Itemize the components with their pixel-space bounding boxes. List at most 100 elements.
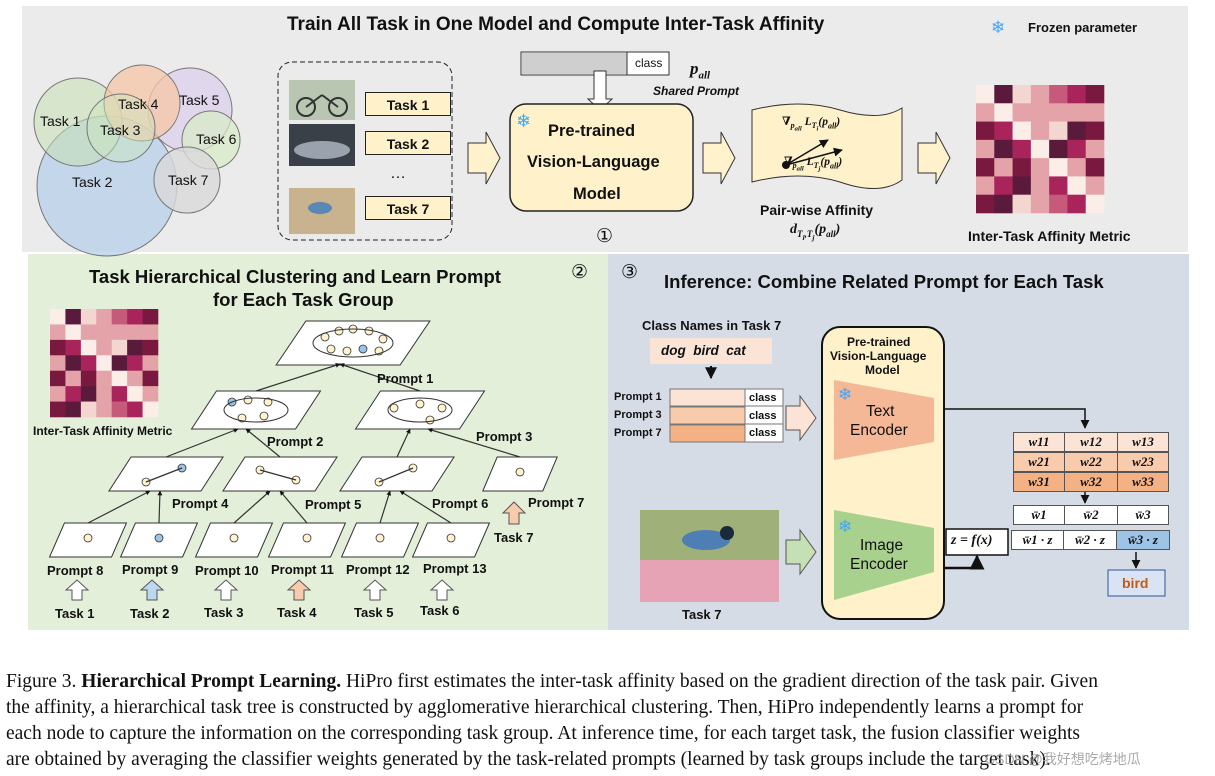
matrix-cell	[80, 309, 97, 325]
score-1: w̄1 · z	[1011, 530, 1064, 550]
matrix-cell	[142, 339, 159, 356]
snowflake-icon-vlm: ❄	[516, 111, 532, 131]
left-title-1: Task Hierarchical Clustering and Learn P…	[89, 266, 501, 287]
matrix-cell	[127, 370, 143, 387]
w13: w13	[1117, 432, 1169, 452]
matrix-cell	[80, 401, 97, 418]
task-up-arrow-3	[213, 579, 239, 601]
matrix-cell	[111, 401, 128, 418]
matrix-cell	[1030, 121, 1050, 141]
venn-task6: Task 6	[196, 131, 237, 147]
step-1-marker: ①	[596, 226, 614, 247]
top-affinity-caption: Inter-Task Affinity Metric	[968, 228, 1131, 244]
tree-node-plane-3	[354, 390, 486, 430]
prompt-1-label: Prompt 1	[377, 371, 434, 386]
prompt-row-7-class: class	[749, 427, 777, 439]
matrix-cell	[994, 194, 1013, 214]
image-encoder-line-2: Encoder	[850, 556, 908, 573]
matrix-cell	[50, 324, 66, 341]
venn-task4: Task 4	[118, 96, 159, 112]
image-encoder-line-1: Image	[860, 537, 904, 554]
leaf-task-6: Task 6	[420, 603, 460, 618]
matrix-cell	[96, 401, 113, 418]
matrix-cell	[111, 309, 128, 325]
caption-line-3: each node to capture the information on …	[6, 723, 1080, 744]
task-images-box	[277, 61, 453, 241]
matrix-cell	[96, 386, 113, 402]
shared-prompt-label: Shared Prompt	[653, 84, 740, 98]
matrix-cell	[65, 355, 82, 372]
block-arrow-3	[917, 131, 951, 185]
leaf-task-7: Task 7	[494, 530, 534, 545]
matrix-cell	[1012, 176, 1032, 196]
task-box-1: Task 1	[365, 92, 451, 116]
matrix-cell	[1030, 103, 1050, 122]
matrix-cell	[127, 401, 143, 418]
w33: w33	[1117, 472, 1169, 492]
z-formula-box	[945, 528, 1009, 556]
matrix-cell	[994, 103, 1013, 122]
w-bar-3: w̄3	[1117, 505, 1169, 525]
result-label: bird	[1122, 575, 1149, 591]
matrix-cell	[1049, 139, 1068, 159]
matrix-cell	[976, 194, 995, 214]
class-names-title: Class Names in Task 7	[642, 318, 782, 333]
task-hierarchy-tree	[48, 320, 558, 601]
image-caption: Task 7	[682, 607, 722, 622]
matrix-cell	[65, 386, 82, 402]
text-encoder-line-2: Encoder	[850, 422, 908, 439]
vlm-right-line-2: Vision-Language	[830, 349, 927, 363]
task-up-arrow-2	[139, 579, 165, 601]
matrix-cell	[1085, 103, 1105, 122]
prompt-row-1-class: class	[749, 392, 777, 404]
text-encoder-shape	[834, 380, 934, 460]
matrix-cell	[1067, 139, 1087, 159]
matrix-cell	[80, 370, 97, 387]
matrix-cell	[1030, 176, 1050, 196]
prompt-2-label: Prompt 2	[267, 434, 324, 449]
matrix-cell	[1012, 194, 1032, 214]
prompt-to-encoder-arrow	[785, 394, 817, 442]
right-title: Inference: Combine Related Prompt for Ea…	[664, 271, 1104, 292]
matrix-cell	[111, 370, 128, 387]
matrix-cell	[1012, 121, 1032, 141]
matrix-cell	[1012, 85, 1032, 104]
matrix-cell	[65, 324, 82, 341]
caption-line-1: Figure 3. Hierarchical Prompt Learning. …	[6, 671, 1098, 692]
matrix-cell	[1067, 158, 1087, 177]
prompt-8-label: Prompt 8	[47, 563, 104, 578]
matrix-cell	[65, 370, 82, 387]
task-up-arrow-4	[286, 579, 312, 601]
matrix-cell	[96, 370, 113, 387]
prompt-row-1: Prompt 1	[614, 391, 662, 403]
prompt-7-label: Prompt 7	[528, 495, 585, 510]
left-title-2: for Each Task Group	[213, 289, 394, 310]
matrix-cell	[1049, 85, 1068, 104]
vlm-line-2: Vision-Language	[527, 153, 660, 171]
score-2: w̄2 · z	[1063, 530, 1117, 550]
prompt-row-7: Prompt 7	[614, 427, 662, 439]
top-title: Train All Task in One Model and Compute …	[287, 14, 825, 35]
gradient-i: ∇pall LTi(pall)	[782, 116, 841, 133]
matrix-cell	[127, 324, 143, 341]
prompt-6-label: Prompt 6	[432, 496, 489, 511]
matrix-cell	[1085, 194, 1105, 214]
w31: w31	[1013, 472, 1065, 492]
matrix-cell	[1067, 194, 1087, 214]
block-arrow-1	[467, 131, 501, 185]
leaf-task-2: Task 2	[130, 606, 170, 621]
score-3: w̄3 · z	[1116, 530, 1170, 550]
task-up-arrow-6	[429, 579, 455, 601]
matrix-cell	[1085, 158, 1105, 177]
task-up-arrow-1	[64, 579, 90, 601]
matrix-cell	[976, 139, 995, 159]
class-names-box	[650, 338, 772, 364]
pairwise-title: Pair-wise Affinity	[760, 202, 874, 218]
legend-frozen: Frozen parameter	[1028, 20, 1138, 35]
matrix-cell	[976, 158, 995, 177]
matrix-cell	[50, 309, 66, 325]
task-box-2: Task 2	[365, 131, 451, 155]
matrix-cell	[50, 386, 66, 402]
affinity-matrix-left	[50, 309, 159, 418]
prompt-5-label: Prompt 5	[305, 497, 362, 512]
